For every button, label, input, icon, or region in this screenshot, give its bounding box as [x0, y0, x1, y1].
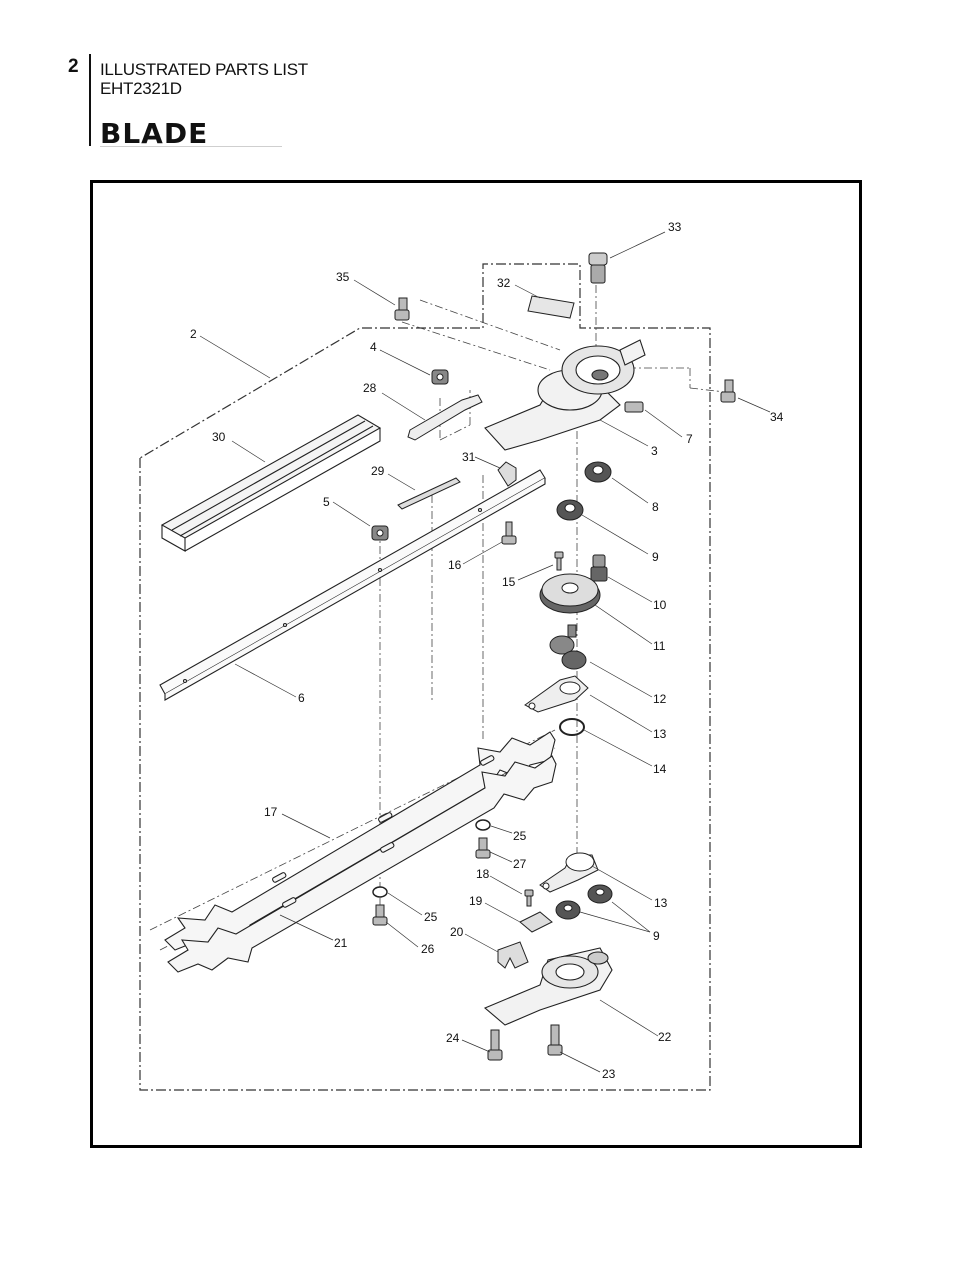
callout-25-lower: 25 [424, 910, 438, 924]
callout-22: 22 [658, 1030, 672, 1044]
callout-17: 17 [264, 805, 278, 819]
pinion-part-10 [590, 554, 608, 582]
callout-20: 20 [450, 925, 464, 939]
washer-part-25-upper [475, 819, 491, 831]
callout-35: 35 [336, 270, 350, 284]
callout-14: 14 [653, 762, 667, 776]
callout-13-upper: 13 [653, 727, 667, 741]
callout-10: 10 [653, 598, 667, 612]
bolt-part-23 [547, 1024, 563, 1056]
callout-27: 27 [513, 857, 527, 871]
callout-8: 8 [652, 500, 659, 514]
screw-part-15 [554, 551, 564, 571]
center-lines [149, 285, 726, 951]
page-number: 2 [68, 56, 79, 77]
pin-part-7 [624, 401, 644, 413]
callout-6: 6 [298, 691, 305, 705]
callout-labels: 33 35 32 2 4 28 34 7 3 30 31 29 8 5 9 16… [190, 220, 784, 1081]
callout-24: 24 [446, 1031, 460, 1045]
screw-part-18 [524, 889, 534, 907]
leader-lines [199, 231, 771, 1073]
bolt-part-35 [394, 297, 410, 321]
guide-rail-part-30 [160, 414, 382, 552]
callout-34: 34 [770, 410, 784, 424]
gear-case-upper-part-3 [484, 339, 646, 451]
callout-26: 26 [421, 942, 435, 956]
gear-case-lower-part-22 [483, 947, 613, 1026]
callout-5: 5 [323, 495, 330, 509]
callout-32: 32 [497, 276, 511, 290]
plate-part-19 [519, 911, 553, 933]
link-plate-part-28 [407, 394, 483, 441]
callout-3: 3 [651, 444, 658, 458]
nut-part-5 [371, 525, 389, 541]
callout-15: 15 [502, 575, 516, 589]
callout-12: 12 [653, 692, 667, 706]
bearing-part-8 [584, 461, 612, 483]
title-underline [100, 146, 282, 147]
bushing-part-33 [588, 252, 608, 284]
callout-16: 16 [448, 558, 462, 572]
callout-25-upper: 25 [513, 829, 527, 843]
upper-blade-part-17 [164, 731, 556, 951]
blade-bar-part-6 [159, 469, 546, 701]
bolt-part-34 [720, 379, 736, 403]
plate-part-32 [527, 295, 575, 319]
assembly-boundary [139, 263, 711, 1091]
callout-11: 11 [653, 639, 666, 653]
callout-33: 33 [668, 220, 682, 234]
lower-blade-part-21 [167, 755, 557, 973]
bracket-part-20 [497, 941, 529, 969]
callout-28: 28 [363, 381, 377, 395]
gear-part-11 [539, 573, 601, 614]
bolt-part-26 [372, 904, 388, 926]
bearing-part-9-upper [556, 499, 584, 521]
document-title: ILLUSTRATED PARTS LIST [100, 60, 308, 79]
diagram-frame [90, 180, 862, 1148]
connecting-plate-part-13-upper [524, 675, 589, 713]
washer-part-25-lower [372, 886, 388, 898]
callout-31: 31 [462, 450, 476, 464]
ring-part-14 [559, 718, 585, 736]
callout-23: 23 [602, 1067, 616, 1081]
callout-19: 19 [469, 894, 483, 908]
callout-13-lower: 13 [654, 896, 668, 910]
crank-part-12 [549, 624, 587, 670]
bolt-part-27 [475, 837, 491, 859]
callout-2: 2 [190, 327, 197, 341]
callout-9-lower: 9 [653, 929, 660, 943]
clip-part-31 [497, 461, 517, 487]
bearings-part-9-lower [555, 884, 613, 920]
callout-9-upper: 9 [652, 550, 659, 564]
header-divider [89, 54, 91, 146]
connecting-plate-part-13-lower [539, 852, 599, 893]
model-number: EHT2321D [100, 79, 182, 98]
nut-part-4 [431, 369, 449, 385]
callout-18: 18 [476, 867, 490, 881]
callout-29: 29 [371, 464, 385, 478]
screw-part-16 [501, 521, 517, 545]
callout-7: 7 [686, 432, 693, 446]
callout-21: 21 [334, 936, 348, 950]
callout-30: 30 [212, 430, 226, 444]
bolt-part-24 [487, 1029, 503, 1061]
section-title: BLADE [100, 117, 209, 150]
callout-4: 4 [370, 340, 377, 354]
spacer-strip-part-29 [397, 477, 461, 510]
